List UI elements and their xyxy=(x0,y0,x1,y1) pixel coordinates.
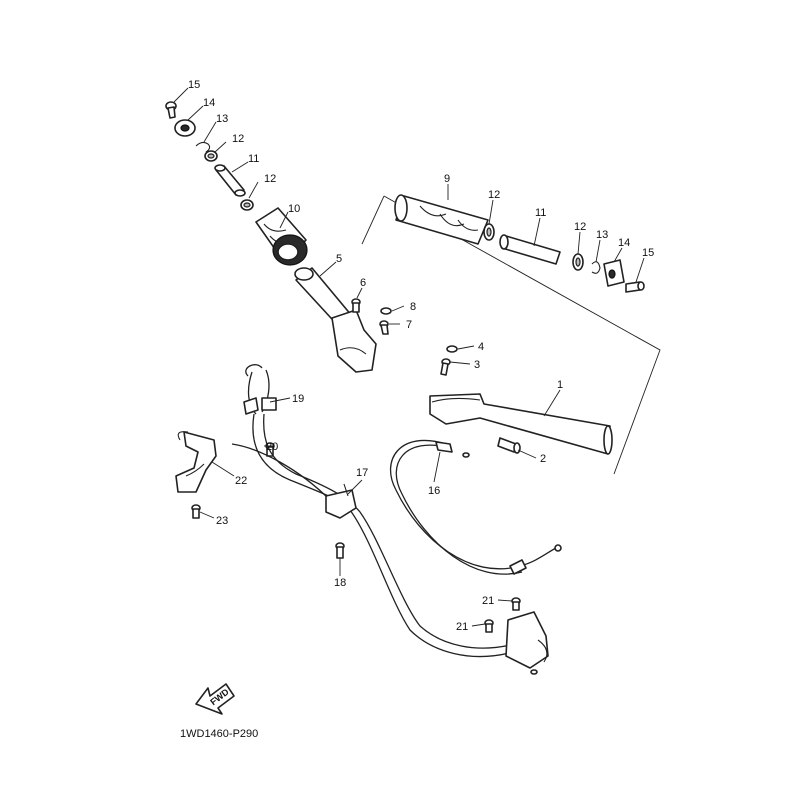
throttle-grip-10 xyxy=(255,207,308,266)
left-bolt-15 xyxy=(165,101,177,119)
left-end-weight-14 xyxy=(174,119,196,137)
callout-11-right: 11 xyxy=(535,207,546,219)
bolt-23 xyxy=(191,504,201,519)
callout-14-right: 14 xyxy=(618,237,630,249)
callout-21-lower: 21 xyxy=(456,621,468,633)
throttle-cable-16 xyxy=(390,439,562,575)
left-collar-12a xyxy=(204,150,218,162)
leader-lines xyxy=(173,87,645,627)
cable-bundle xyxy=(231,413,523,658)
callout-7: 7 xyxy=(406,319,412,331)
callout-23: 23 xyxy=(216,515,228,527)
callout-17: 17 xyxy=(356,467,368,479)
hose-assembly-19 xyxy=(243,364,277,415)
left-collar-12b xyxy=(240,199,254,211)
callout-20: 20 xyxy=(266,441,278,453)
left-clip-13 xyxy=(195,141,211,153)
bolt-2 xyxy=(497,437,521,454)
bolt-21-lower xyxy=(484,619,494,633)
bolt-3 xyxy=(440,358,451,376)
callout-12-left-b: 12 xyxy=(264,173,276,185)
callout-16: 16 xyxy=(428,485,440,497)
right-collar-12d xyxy=(572,253,584,271)
right-collar-12c xyxy=(483,223,495,241)
callout-12-right-b: 12 xyxy=(574,221,586,233)
callout-9: 9 xyxy=(444,173,450,185)
left-inner-weight-11 xyxy=(214,164,246,197)
bolt-18 xyxy=(335,542,345,559)
fwd-arrow-icon: FWD xyxy=(195,683,235,715)
callout-12-left-a: 12 xyxy=(232,133,244,145)
callout-1: 1 xyxy=(557,379,563,391)
callout-labels: 15 14 13 12 11 12 10 5 6 8 7 9 12 11 12 … xyxy=(188,79,654,633)
callout-2: 2 xyxy=(540,453,546,465)
bolt-21-upper xyxy=(511,597,521,611)
right-clip-13 xyxy=(591,261,601,274)
callout-4: 4 xyxy=(478,341,484,353)
callout-14-left: 14 xyxy=(203,97,215,109)
callout-18: 18 xyxy=(334,577,346,589)
exploded-assembly-outline xyxy=(361,195,661,475)
bracket-22 xyxy=(175,431,217,493)
callout-13-right: 13 xyxy=(596,229,608,241)
right-handlebar-1 xyxy=(429,393,613,455)
washer-4 xyxy=(446,345,458,353)
callout-15-right: 15 xyxy=(642,247,654,259)
bolt-6 xyxy=(351,298,361,313)
callout-5: 5 xyxy=(336,253,342,265)
washer-8 xyxy=(380,307,392,315)
callout-11-left: 11 xyxy=(248,153,259,165)
callout-6: 6 xyxy=(360,277,366,289)
callout-22: 22 xyxy=(235,475,247,487)
callout-13-left: 13 xyxy=(216,113,228,125)
callout-15-left: 15 xyxy=(188,79,200,91)
left-handlebar-5 xyxy=(294,267,377,373)
right-inner-weight-11 xyxy=(499,234,561,265)
right-grip-9 xyxy=(394,194,489,245)
callout-10: 10 xyxy=(288,203,300,215)
right-bolt-15 xyxy=(625,281,645,293)
bolt-7 xyxy=(379,320,389,335)
callout-21-upper: 21 xyxy=(482,595,494,607)
diagram-code: 1WD1460-P290 xyxy=(180,728,258,740)
callout-3: 3 xyxy=(474,359,480,371)
callout-12-right-a: 12 xyxy=(488,189,500,201)
callout-19: 19 xyxy=(292,393,304,405)
cable-clamp-17 xyxy=(325,483,357,519)
lower-bracket xyxy=(505,611,549,675)
callout-8: 8 xyxy=(410,301,416,313)
right-end-weight-14 xyxy=(603,259,625,287)
